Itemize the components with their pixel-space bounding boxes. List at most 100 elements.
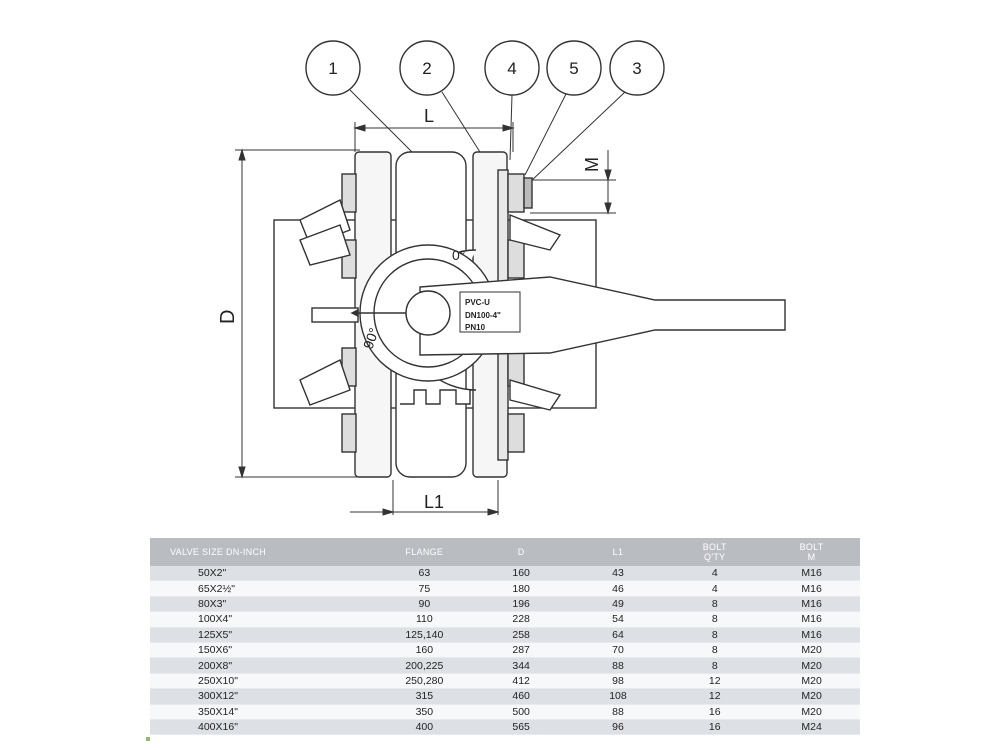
cell-d: 196 <box>472 596 570 613</box>
valve-technical-drawing: 1 2 4 5 3 L M <box>217 40 786 516</box>
header-d: D <box>472 538 570 566</box>
cell-flange: 75 <box>375 580 473 597</box>
svg-text:5: 5 <box>569 59 578 78</box>
cell-size: 100X4" <box>150 611 376 628</box>
corner-mark <box>146 737 150 741</box>
cell-m: M24 <box>763 719 860 736</box>
callout-1: 1 <box>305 40 361 96</box>
cell-m: M20 <box>763 657 860 674</box>
cell-l1: 49 <box>569 596 667 613</box>
cell-qty: 12 <box>666 673 764 690</box>
cell-d: 344 <box>472 657 570 674</box>
cell-flange: 110 <box>375 611 473 628</box>
cell-qty: 16 <box>666 719 764 736</box>
callout-4: 4 <box>484 40 540 96</box>
svg-text:PN10: PN10 <box>465 323 486 332</box>
cell-l1: 54 <box>569 611 667 628</box>
cell-m: M20 <box>763 688 860 705</box>
svg-text:2: 2 <box>422 59 431 78</box>
cell-size: 50X2" <box>150 566 376 582</box>
cell-flange: 315 <box>375 688 473 705</box>
cell-size: 125X5" <box>150 627 376 643</box>
cell-d: 500 <box>472 704 570 720</box>
cell-m: M16 <box>763 580 860 597</box>
svg-text:M: M <box>582 157 602 172</box>
callout-2: 2 <box>399 40 455 96</box>
cell-m: M16 <box>763 627 860 643</box>
cell-flange: 350 <box>375 704 473 720</box>
cell-flange: 125,140 <box>375 627 473 643</box>
header-valve-size: VALVE SIZE DN-INCH <box>150 538 376 566</box>
cell-m: M20 <box>763 673 860 690</box>
svg-text:PVC-U: PVC-U <box>465 298 490 307</box>
svg-text:4: 4 <box>507 59 516 78</box>
cell-l1: 88 <box>569 704 667 720</box>
svg-text:L: L <box>424 106 434 126</box>
cell-m: M16 <box>763 566 860 582</box>
cell-d: 412 <box>472 673 570 690</box>
cell-d: 258 <box>472 627 570 643</box>
cell-l1: 70 <box>569 642 667 659</box>
svg-text:1: 1 <box>328 59 337 78</box>
svg-text:3: 3 <box>632 59 641 78</box>
cell-size: 250X10" <box>150 673 376 690</box>
cell-d: 287 <box>472 642 570 659</box>
cell-d: 565 <box>472 719 570 736</box>
cell-d: 180 <box>472 580 570 597</box>
header-l1: L1 <box>569 538 667 566</box>
svg-text:DN100-4": DN100-4" <box>465 311 501 320</box>
cell-flange: 200,225 <box>375 657 473 674</box>
cell-d: 160 <box>472 566 570 582</box>
cell-qty: 16 <box>666 704 764 720</box>
cell-size: 150X6" <box>150 642 376 659</box>
dimension-m: M <box>530 150 616 215</box>
cell-qty: 8 <box>666 642 764 659</box>
cell-flange: 250,280 <box>375 673 473 690</box>
cell-qty: 12 <box>666 688 764 705</box>
dimension-l: L <box>353 106 515 152</box>
cell-l1: 46 <box>569 580 667 597</box>
cell-l1: 43 <box>569 566 667 582</box>
cell-m: M20 <box>763 642 860 659</box>
dimension-l1: L1 <box>350 480 500 516</box>
svg-text:L1: L1 <box>424 492 444 512</box>
cell-size: 65X2½" <box>150 580 376 597</box>
cell-l1: 88 <box>569 657 667 674</box>
cell-l1: 108 <box>569 688 667 705</box>
cell-d: 460 <box>472 688 570 705</box>
cell-qty: 4 <box>666 566 764 582</box>
cell-l1: 64 <box>569 627 667 643</box>
svg-text:0°: 0° <box>452 247 465 263</box>
cell-qty: 8 <box>666 596 764 613</box>
svg-text:D: D <box>217 310 239 324</box>
callout-5: 5 <box>546 40 602 96</box>
cell-flange: 90 <box>375 596 473 613</box>
cell-flange: 160 <box>375 642 473 659</box>
header-flange: FLANGE <box>375 538 473 566</box>
cell-flange: 400 <box>375 719 473 736</box>
cell-size: 80X3" <box>150 596 376 613</box>
cell-size: 300X12" <box>150 688 376 705</box>
cell-size: 200X8" <box>150 657 376 674</box>
cell-size: 350X14" <box>150 704 376 720</box>
cell-qty: 8 <box>666 627 764 643</box>
cell-flange: 63 <box>375 566 473 582</box>
dimension-d: D <box>217 148 360 479</box>
cell-size: 400X16" <box>150 719 376 736</box>
cell-m: M20 <box>763 704 860 720</box>
cell-l1: 96 <box>569 719 667 736</box>
